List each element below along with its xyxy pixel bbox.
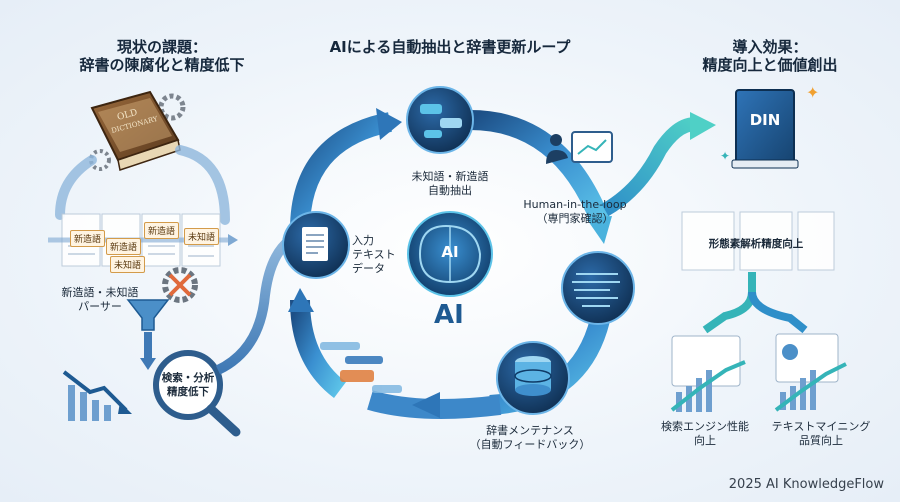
svg-text:✦: ✦ — [806, 83, 819, 102]
input-label-line3: データ — [352, 262, 385, 275]
input-label-line2: テキスト — [352, 248, 396, 261]
declining-chart-icon — [62, 370, 132, 421]
extract-label-line1: 未知語・新造語 — [411, 170, 489, 183]
tag-neologism-2: 新造語 — [106, 238, 142, 255]
chat-bubbles — [320, 342, 402, 393]
magnifier-icon — [153, 350, 241, 437]
validation-node — [561, 251, 635, 325]
tag-neologism-3: 新造語 — [144, 222, 180, 239]
expert-review-icon — [546, 131, 613, 164]
input-label-line1: 入力 — [352, 234, 374, 247]
search-improve-line2: 向上 — [694, 434, 716, 447]
extraction-node — [406, 86, 474, 154]
text-mining-rising-chart — [774, 333, 847, 412]
hitl-label-line2: （専門家確認） — [536, 212, 614, 225]
tag-unknown-1: 未知語 — [184, 228, 220, 245]
left-title-line1: 現状の課題： — [116, 38, 207, 56]
right-title-line2: 精度向上と価値創出 — [702, 56, 838, 74]
center-title: AIによる自動抽出と辞書更新ループ — [329, 38, 571, 56]
input-node — [282, 211, 350, 279]
svg-text:✦: ✦ — [720, 149, 730, 163]
left-title-line2: 辞書の陳腐化と精度低下 — [79, 56, 245, 74]
tag-unknown-2: 未知語 — [110, 256, 146, 273]
search-rising-chart — [670, 335, 746, 412]
old-dictionary-icon: OLD DICTIONARY — [89, 90, 186, 171]
maintenance-label-line1: 辞書メンテナンス — [486, 424, 574, 437]
morph-docs — [681, 211, 835, 271]
text-mining-line2: 品質向上 — [799, 434, 843, 447]
brain-ai-label: AI — [441, 243, 459, 261]
svg-text:DIN: DIN — [750, 111, 781, 129]
parser-label-line1: 新造語・未知語 — [61, 286, 139, 299]
ai-label: AI — [434, 300, 464, 330]
text-mining-line1: テキストマイニング — [771, 420, 871, 433]
brand-footer: 2025 AI KnowledgeFlow — [728, 477, 884, 492]
right-title-line1: 導入効果： — [732, 38, 808, 56]
morph-accuracy-label: 形態素解析精度向上 — [708, 238, 804, 250]
broken-gear-icon — [162, 267, 198, 303]
search-decline-line1: 検索・分析 — [161, 372, 215, 384]
ai-brain-icon — [407, 211, 493, 297]
parser-label-line2: パーサー — [78, 300, 122, 313]
hitl-label-line1: Human-in-the-loop — [523, 198, 627, 211]
database-node — [496, 341, 570, 415]
search-decline-line2: 精度低下 — [167, 386, 209, 398]
extract-label-line2: 自動抽出 — [428, 184, 472, 197]
new-dictionary-icon: DIN ✦ ✦ — [720, 83, 819, 169]
funnel-icon — [126, 299, 170, 331]
maintenance-label-line2: （自動フィードバック） — [469, 438, 591, 451]
tag-neologism-1: 新造語 — [70, 230, 106, 247]
search-improve-line1: 検索エンジン性能 — [661, 420, 749, 433]
